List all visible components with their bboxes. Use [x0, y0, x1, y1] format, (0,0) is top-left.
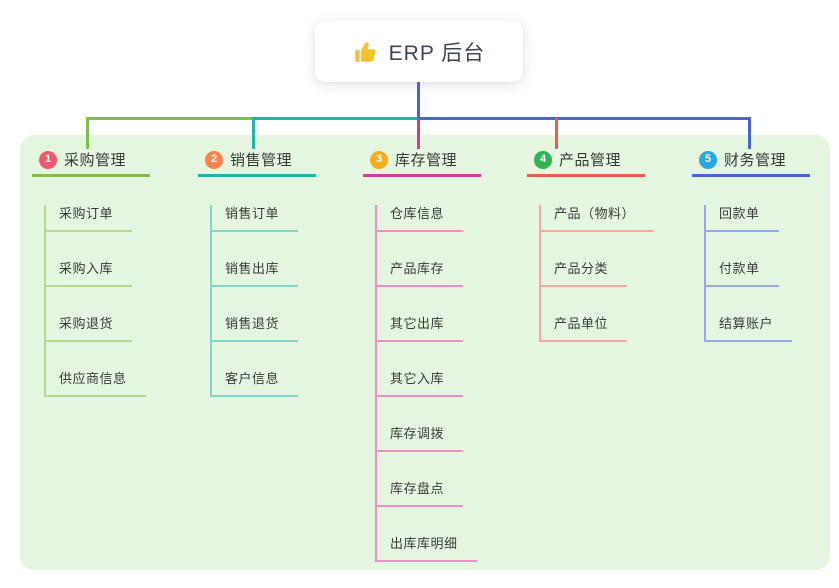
child-node-label: 库存调拨	[390, 426, 445, 441]
bus-segment-left-teal	[252, 117, 420, 120]
root-node[interactable]: ERP 后台	[315, 21, 523, 82]
child-node[interactable]: 产品单位	[541, 315, 628, 342]
child-node-label: 库存盘点	[390, 481, 445, 496]
bus-segment-right-blue	[417, 117, 751, 120]
child-node[interactable]: 库存盘点	[377, 480, 464, 507]
child-node-label: 付款单	[719, 261, 760, 276]
child-node[interactable]: 供应商信息	[46, 370, 146, 397]
child-node-label: 结算账户	[719, 316, 774, 331]
child-node[interactable]: 采购订单	[46, 205, 133, 232]
child-node[interactable]: 产品库存	[377, 260, 464, 287]
branch-title-label: 采购管理	[64, 152, 127, 169]
branch-number-badge: 4	[534, 150, 552, 169]
child-node[interactable]: 采购入库	[46, 260, 133, 287]
child-node[interactable]: 采购退货	[46, 315, 133, 342]
branch-number: 2	[210, 153, 218, 165]
branch-title-node[interactable]: 5 财务管理	[692, 145, 810, 177]
branch-column: 4 产品管理产品（物料） 产品分类产品单位	[527, 145, 655, 342]
bus-segment-left-green	[86, 117, 252, 120]
branch-title-label: 产品管理	[559, 152, 622, 169]
branch-title-node[interactable]: 1 采购管理	[32, 145, 150, 177]
child-node-label: 采购退货	[59, 316, 114, 331]
branch-children: 采购订单采购入库采购退货供应商信息	[44, 205, 150, 397]
branch-drop-line	[555, 118, 558, 149]
child-node[interactable]: 销售退货	[212, 315, 299, 342]
child-node-label: 产品分类	[554, 261, 609, 276]
branch-number-badge: 5	[699, 150, 717, 169]
child-node-label: 采购订单	[59, 206, 114, 221]
child-node[interactable]: 仓库信息	[377, 205, 464, 232]
branch-children: 销售订单销售出库销售退货客户信息	[210, 205, 316, 397]
branch-column: 3 库存管理仓库信息产品库存其它出库其它入库库存调拨库存盘点出库库明细	[363, 145, 481, 562]
mindmap-panel	[20, 135, 830, 570]
child-node-label: 产品库存	[390, 261, 445, 276]
child-node-label: 仓库信息	[390, 206, 445, 221]
branch-number-badge: 3	[370, 150, 388, 169]
child-node[interactable]: 产品分类	[541, 260, 628, 287]
branch-number: 1	[44, 153, 52, 165]
branch-number-badge: 1	[39, 150, 57, 169]
branch-drop-line	[86, 118, 89, 149]
branch-children: 回款单付款单结算账户	[704, 205, 810, 342]
branch-title-node[interactable]: 3 库存管理	[363, 145, 481, 177]
child-node[interactable]: 产品（物料）	[541, 205, 655, 232]
branch-number-badge: 2	[205, 150, 223, 169]
child-node[interactable]: 销售订单	[212, 205, 299, 232]
child-node-label: 销售出库	[225, 261, 280, 276]
child-node[interactable]: 销售出库	[212, 260, 299, 287]
child-node-label: 产品单位	[554, 316, 609, 331]
root-label: ERP 后台	[388, 41, 486, 65]
child-node-label: 客户信息	[225, 371, 280, 386]
branch-title-node[interactable]: 4 产品管理	[527, 145, 645, 177]
branch-drop-line	[748, 118, 751, 149]
child-node-label: 供应商信息	[59, 371, 127, 386]
branch-children: 产品（物料） 产品分类产品单位	[539, 205, 655, 342]
child-node[interactable]: 结算账户	[706, 315, 793, 342]
child-node-label: 其它出库	[390, 316, 445, 331]
branch-title-label: 财务管理	[724, 152, 787, 169]
branch-title-label: 销售管理	[230, 152, 293, 169]
child-node[interactable]: 客户信息	[212, 370, 299, 397]
child-node[interactable]: 出库库明细	[377, 535, 477, 562]
child-node[interactable]: 其它入库	[377, 370, 464, 397]
child-node-label: 其它入库	[390, 371, 445, 386]
branch-number: 3	[375, 153, 383, 165]
trunk-line	[417, 82, 420, 120]
thumbs-up-icon	[354, 41, 376, 62]
branch-column: 2 销售管理销售订单销售出库销售退货客户信息	[198, 145, 316, 397]
child-node-label: 出库库明细	[390, 536, 458, 551]
branch-children: 仓库信息产品库存其它出库其它入库库存调拨库存盘点出库库明细	[375, 205, 481, 562]
branch-number: 5	[704, 153, 712, 165]
branch-column: 5 财务管理回款单付款单结算账户	[692, 145, 810, 342]
child-node-label: 回款单	[719, 206, 760, 221]
child-node-label: 产品（物料）	[554, 206, 636, 221]
child-node[interactable]: 其它出库	[377, 315, 464, 342]
branch-drop-line	[252, 118, 255, 149]
branch-title-label: 库存管理	[395, 152, 458, 169]
branch-number: 4	[539, 153, 547, 165]
child-node-label: 销售订单	[225, 206, 280, 221]
child-node[interactable]: 付款单	[706, 260, 779, 287]
child-node-label: 销售退货	[225, 316, 280, 331]
child-node[interactable]: 回款单	[706, 205, 779, 232]
branch-column: 1 采购管理采购订单采购入库采购退货供应商信息	[32, 145, 150, 397]
branch-title-node[interactable]: 2 销售管理	[198, 145, 316, 177]
child-node[interactable]: 库存调拨	[377, 425, 464, 452]
child-node-label: 采购入库	[59, 261, 114, 276]
branch-drop-line	[417, 118, 420, 149]
